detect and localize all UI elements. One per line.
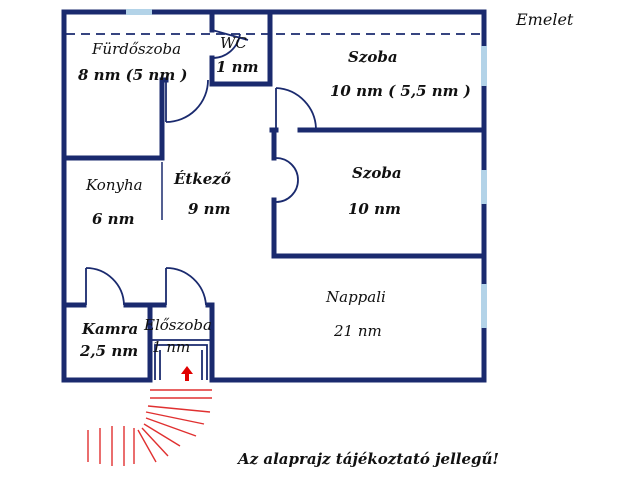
room-area-etkezo: 9 nm bbox=[188, 200, 231, 218]
room-name-szoba-2: Szoba bbox=[352, 164, 402, 182]
disclaimer-text: Az alaprajz tájékoztató jellegű! bbox=[238, 450, 500, 468]
room-name-nappali: Nappali bbox=[326, 288, 386, 306]
walls bbox=[61, 9, 487, 383]
door-swings bbox=[85, 29, 317, 380]
floor-label: Emelet bbox=[516, 10, 574, 29]
room-name-eloszoba: Előszoba bbox=[144, 316, 212, 334]
room-area-konyha: 6 nm bbox=[92, 210, 135, 228]
room-area-szoba-1: 10 nm ( 5,5 nm ) bbox=[330, 82, 471, 100]
room-name-konyha: Konyha bbox=[86, 176, 143, 194]
entrance-arrow-icon bbox=[181, 366, 193, 381]
room-name-wc: WC bbox=[220, 34, 247, 52]
room-name-furdoszoba: Fürdőszoba bbox=[92, 40, 182, 58]
room-area-kamra: 2,5 nm bbox=[80, 342, 139, 360]
room-name-szoba-1: Szoba bbox=[348, 48, 398, 66]
room-name-etkezo: Étkező bbox=[174, 170, 231, 188]
room-name-kamra: Kamra bbox=[82, 320, 139, 338]
room-area-wc: 1 nm bbox=[216, 58, 259, 76]
windows bbox=[126, 9, 487, 328]
room-area-szoba-2: 10 nm bbox=[348, 200, 401, 218]
entrance-rays bbox=[87, 389, 212, 466]
room-area-nappali: 21 nm bbox=[334, 322, 382, 340]
room-area-furdoszoba: 8 nm (5 nm ) bbox=[78, 66, 188, 84]
room-area-eloszoba: 1 nm bbox=[152, 338, 191, 356]
